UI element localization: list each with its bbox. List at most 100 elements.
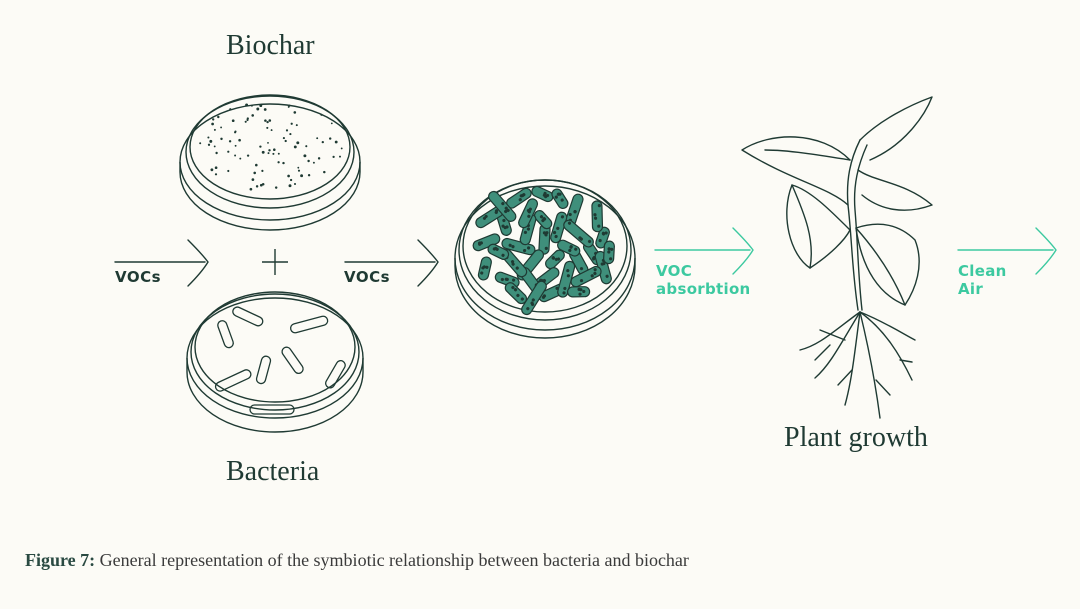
biochar-particle <box>320 113 323 116</box>
clean-air-label: Clean Air <box>958 262 1007 298</box>
biochar-particle <box>284 139 287 143</box>
biochar-particle <box>323 170 326 174</box>
biochar-particle <box>289 133 292 136</box>
biochar-particle <box>231 119 235 123</box>
biochar-particle <box>238 138 241 142</box>
biochar-particle <box>296 141 300 145</box>
biochar-particle <box>220 137 223 141</box>
biochar-particle <box>210 168 214 172</box>
biochar-particle <box>229 108 232 111</box>
biochar-particle <box>317 157 321 160</box>
biochar-particle <box>297 169 301 172</box>
biochar-particle <box>274 186 278 189</box>
biochar-particle <box>316 137 319 140</box>
biochar-particle <box>246 104 248 107</box>
biochar-particle <box>253 171 256 175</box>
bacterium <box>477 256 492 281</box>
biochar-particle <box>220 126 223 129</box>
biochar-particle <box>251 178 255 181</box>
biochar-particle <box>305 145 308 148</box>
biochar-particle <box>212 118 215 121</box>
bacterium <box>557 260 576 298</box>
biochar-particle <box>211 122 214 126</box>
bacterium <box>557 239 581 257</box>
biochar-particle <box>307 174 311 177</box>
biochar-particle <box>213 145 216 148</box>
biochar-particle <box>288 184 292 188</box>
biochar-particle <box>290 122 293 125</box>
biochar-particle <box>334 140 338 144</box>
biochar-particle <box>293 182 297 186</box>
bacterium <box>531 185 554 203</box>
biochar-particle <box>209 139 213 143</box>
biochar-particle <box>227 169 230 173</box>
biochar-particle <box>285 129 289 132</box>
biochar-particle <box>289 178 293 182</box>
biochar-particle <box>330 122 333 125</box>
bacterium <box>518 198 539 229</box>
bacterium <box>538 223 551 255</box>
biochar-particle <box>339 155 341 158</box>
vocs-label-middle: VOCs <box>344 268 391 286</box>
biochar-particle <box>207 136 210 139</box>
biochar-particle <box>217 115 220 119</box>
biochar-particle <box>287 174 290 178</box>
biochar-particle <box>282 161 285 165</box>
figure-caption: Figure 7: General representation of the … <box>25 550 689 571</box>
biochar-particle <box>267 142 269 144</box>
biochar-particle <box>244 120 247 123</box>
biochar-particle <box>227 150 230 153</box>
arrow-icon <box>114 239 209 287</box>
biochar-particle <box>250 104 253 107</box>
voc-absorption-line1: VOC <box>656 262 693 280</box>
biochar-particle <box>321 140 324 144</box>
biochar-particle <box>234 131 237 134</box>
biochar-particle <box>259 183 263 187</box>
voc-absorption-line2: absorbtion <box>656 280 751 298</box>
plus-sign <box>262 249 288 275</box>
vocs-label-left: VOCs <box>115 268 162 286</box>
biochar-particle <box>259 104 263 108</box>
biochar-particle <box>255 185 259 188</box>
biochar-particle <box>277 161 280 164</box>
bacterium <box>567 286 591 298</box>
plant-growth-label: Plant growth <box>784 422 928 453</box>
petri-dish-combined-icon <box>454 179 636 339</box>
biochar-particle <box>340 147 343 150</box>
biochar-particle <box>228 140 232 143</box>
bacterium <box>487 243 510 260</box>
biochar-particle <box>259 145 262 148</box>
biochar-particle <box>273 148 276 151</box>
biochar-particle <box>272 152 275 155</box>
biochar-particle <box>234 154 237 157</box>
biochar-particle <box>264 119 267 122</box>
biochar-particle <box>307 159 310 163</box>
bacterium <box>603 240 615 265</box>
biochar-label: Biochar <box>226 30 315 61</box>
clean-air-line1: Clean <box>958 262 1007 280</box>
caption-prefix: Figure 7: <box>25 550 96 570</box>
biochar-particle <box>287 105 290 108</box>
biochar-particle <box>246 154 250 157</box>
biochar-particle <box>256 107 260 111</box>
biochar-particle <box>199 142 202 145</box>
petri-dish-biochar-icon <box>179 94 361 231</box>
clean-air-line2: Air <box>958 280 984 298</box>
bacterium <box>550 211 568 244</box>
bacterium <box>545 249 565 270</box>
bacterium <box>570 265 602 288</box>
biochar-particle <box>268 119 272 122</box>
biochar-particle <box>282 137 285 140</box>
biochar-particle <box>300 174 304 178</box>
biochar-particle <box>266 120 269 124</box>
biochar-particle <box>270 129 273 132</box>
bacterium <box>563 219 594 248</box>
biochar-particle <box>214 166 218 170</box>
arrow-icon <box>957 227 1057 275</box>
biochar-particle <box>312 161 315 164</box>
bacterium <box>551 188 569 210</box>
biochar-particle <box>207 143 211 146</box>
bacterium <box>533 209 553 230</box>
arrow-icon <box>344 239 439 287</box>
